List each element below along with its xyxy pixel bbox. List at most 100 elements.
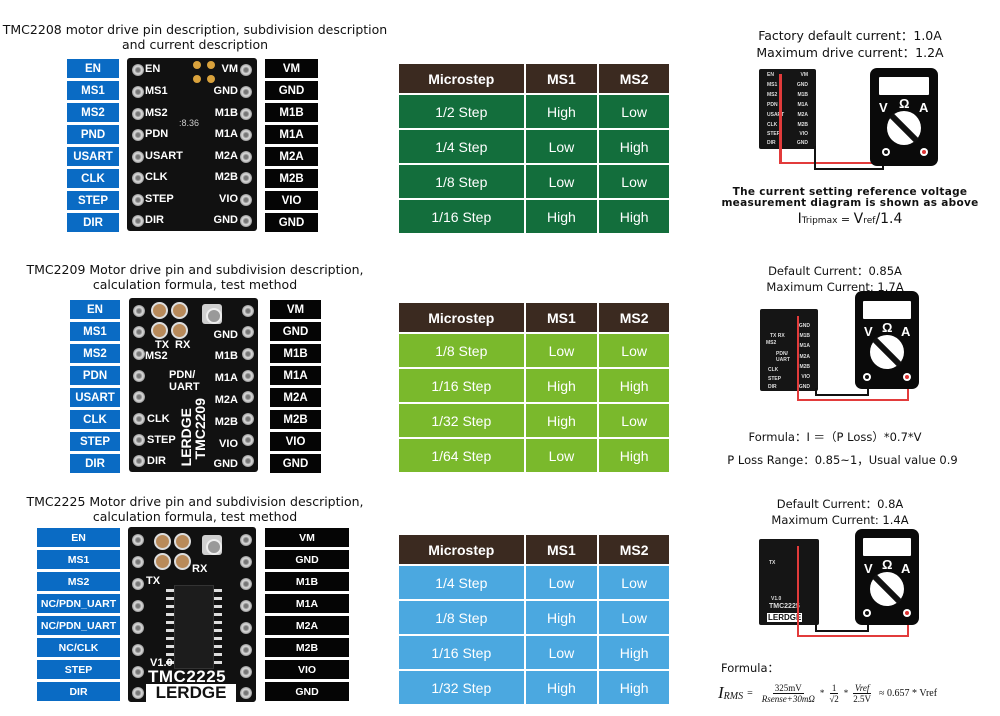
cell: High <box>525 369 598 402</box>
section-tmc2225: TMC2225 Motor drive pin and subdivision … <box>0 480 1000 716</box>
pin-label: M1A <box>265 125 318 144</box>
frac-den: √2 <box>829 693 839 704</box>
red-probe-wire <box>779 162 925 164</box>
red-probe-wire <box>797 399 909 401</box>
solder-pad <box>193 61 201 69</box>
pin-hole <box>240 687 252 699</box>
default-current: Default Current：0.85A <box>768 264 902 278</box>
meter-jack <box>920 148 928 156</box>
title-line-2: and current description <box>121 37 269 52</box>
pin-label: USART <box>70 388 120 407</box>
pin-label: USART <box>67 147 119 166</box>
formula-i: I <box>797 211 802 227</box>
tmc2209-board-image: TX RX MS2 PDN/ UART CLK STEP DIR GND M1B… <box>129 298 258 472</box>
potentiometer <box>202 535 222 555</box>
uart-header-pin <box>171 302 188 319</box>
formula-times: * <box>819 688 825 698</box>
cell: Low <box>525 334 598 367</box>
pin-hole <box>132 64 144 76</box>
pin-label: M1A <box>265 594 349 613</box>
multimeter-icon: V Ω A <box>870 68 938 166</box>
cell: Low <box>599 165 669 198</box>
mini-board-icon: TX V1.0 TMC2225 LERDGE <box>759 539 819 625</box>
uart-header-pin <box>174 533 191 550</box>
board-label: TX <box>155 339 170 351</box>
pin-hole <box>132 644 144 656</box>
right-pin-labels: VM GND M1B M1A M2A M2B VIO GND <box>265 59 318 235</box>
max-current: Maximum Current: 1.7A <box>766 280 904 294</box>
chip-marking: :8.36 <box>179 118 200 128</box>
formula-lhs-sub: RMS <box>723 690 744 702</box>
cell: High <box>525 404 598 437</box>
pin-label: STEP <box>67 191 119 210</box>
pin-label: CLK <box>67 169 119 188</box>
cell: High <box>599 200 669 233</box>
pin-label: VIO <box>265 660 349 679</box>
red-probe-wire <box>797 316 799 401</box>
pin-hole <box>132 215 144 227</box>
pin-hole <box>240 644 252 656</box>
black-probe-wire <box>867 624 869 632</box>
left-pin-labels: EN MS1 MS2 NC/PDN_UART NC/PDN_UART NC/CL… <box>37 528 120 704</box>
section-title: TMC2208 motor drive pin description, sub… <box>0 22 390 52</box>
cell: 1/16 Step <box>399 369 524 402</box>
cell: Low <box>525 636 598 669</box>
cell: High <box>599 439 669 472</box>
fraction-2: 1√2 <box>827 683 840 704</box>
pin-label: VIO <box>265 191 318 210</box>
potentiometer <box>202 304 222 324</box>
uart-header-pin <box>171 322 188 339</box>
cell: 1/8 Step <box>399 334 524 367</box>
formula-v: V <box>853 211 864 227</box>
model-vertical: TMC2209 <box>192 398 208 460</box>
pin-hole <box>240 534 252 546</box>
frac-num: 1 <box>829 682 839 694</box>
note-line-1: The current setting reference voltage <box>732 186 968 198</box>
board-label: M1A <box>214 372 238 384</box>
cell: 1/4 Step <box>399 566 524 599</box>
meter-screen <box>879 77 929 95</box>
pin-hole <box>133 348 145 360</box>
pin-hole <box>240 86 252 98</box>
pin-hole <box>240 556 252 568</box>
pin-hole <box>132 622 144 634</box>
cell: High <box>599 130 669 163</box>
default-current: Factory default current：1.0A <box>758 28 942 43</box>
meter-a-label: A <box>919 100 929 115</box>
pin-hole <box>132 194 144 206</box>
meter-a-label: A <box>901 561 911 576</box>
black-probe-wire <box>815 388 817 396</box>
pin-hole <box>132 172 144 184</box>
section-title: TMC2225 Motor drive pin and subdivision … <box>0 494 390 524</box>
trip-formula: ITripmax = Vref/1.4 <box>700 211 1000 227</box>
board-label: EN <box>145 63 161 75</box>
meter-a-label: A <box>901 324 911 339</box>
pin-label: MS1 <box>70 322 120 341</box>
solder-pad <box>193 75 201 83</box>
current-measurement-panel: Default Current：0.8A Maximum Current: 1.… <box>700 480 1000 716</box>
pin-hole <box>133 305 145 317</box>
driver-chip <box>174 585 214 669</box>
tx-label: TX <box>146 575 161 587</box>
title-line-1: TMC2225 Motor drive pin and subdivision … <box>26 494 364 509</box>
pin-label: EN <box>37 528 120 547</box>
pin-hole <box>132 151 144 163</box>
cell: 1/8 Step <box>399 601 524 634</box>
pin-label: GND <box>265 550 349 569</box>
board-label: DIR <box>145 214 164 226</box>
board-label: RX <box>175 339 191 351</box>
section-tmc2209: TMC2209 Motor drive pin and subdivision … <box>0 240 1000 480</box>
pin-label: M1B <box>265 572 349 591</box>
pin-hole <box>242 370 254 382</box>
pin-hole <box>240 129 252 141</box>
pin-label: M2B <box>270 410 321 429</box>
uart-header-pin <box>151 322 168 339</box>
pin-hole <box>242 348 254 360</box>
pin-hole <box>133 326 145 338</box>
